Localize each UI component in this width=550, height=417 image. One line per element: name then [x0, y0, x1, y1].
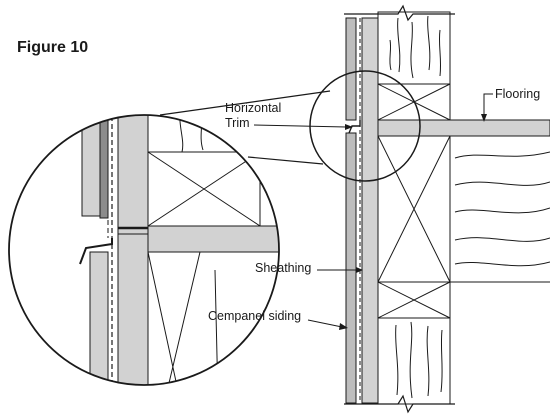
lower-siding: [345, 132, 357, 404]
detail-circle-large: [8, 114, 280, 386]
horizontal-trim: [348, 120, 361, 134]
main-section: [344, 4, 550, 414]
sheathing-panel: [361, 17, 379, 404]
lower-stud: [377, 317, 451, 405]
bottom-break-line: [344, 394, 455, 414]
tangent-line-top: [159, 90, 331, 116]
flooring-callout: Flooring: [481, 87, 540, 122]
cempanel-siding-label: Cempanel siding: [208, 309, 301, 323]
flooring-label: Flooring: [495, 87, 540, 101]
top-break-line: [344, 4, 455, 22]
enlarged-detail: [9, 115, 279, 385]
sheathing-callout: Sheathing: [255, 261, 363, 275]
tangent-line-bottom: [247, 156, 324, 165]
horizontal-trim-label-line1: Horizontal: [225, 101, 281, 115]
upper-stud: [377, 11, 451, 85]
floor-joist: [450, 135, 550, 283]
sheathing-label: Sheathing: [255, 261, 311, 275]
upper-siding: [345, 17, 357, 121]
horizontal-trim-callout: Horizontal Trim: [225, 101, 353, 130]
horizontal-trim-label-line2: Trim: [225, 116, 250, 130]
figure-title: Figure 10: [17, 39, 88, 56]
flooring: [365, 119, 550, 137]
cempanel-siding-callout: Cempanel siding: [208, 309, 348, 330]
